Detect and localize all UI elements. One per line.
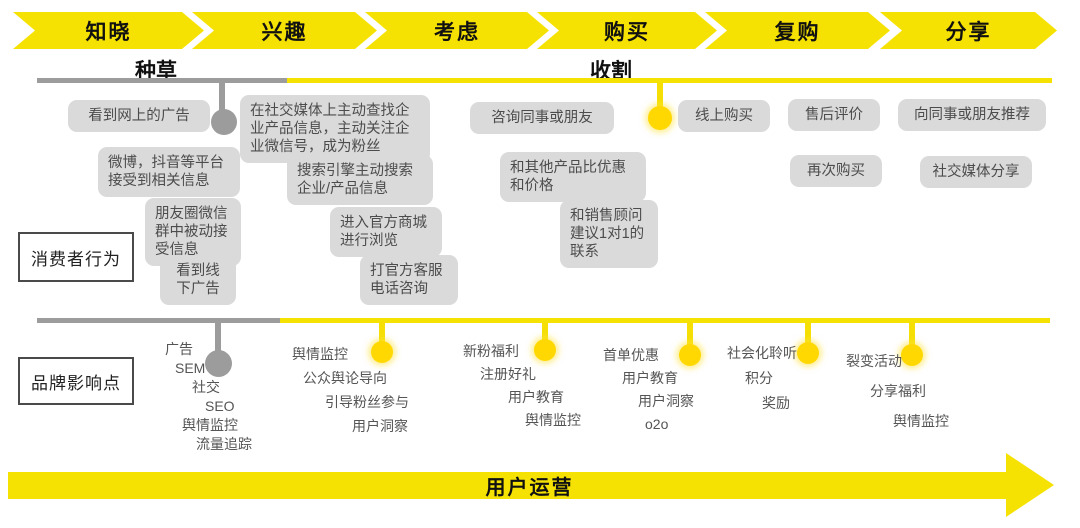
influence-item: 首单优惠 (603, 347, 659, 363)
influence-item: 舆情监控 (182, 417, 238, 433)
behavior-box: 售后评价 (788, 99, 880, 131)
behavior-box: 打官方客服 电话咨询 (360, 255, 458, 305)
influence-item: 裂变活动 (846, 353, 902, 369)
stage-label: 分享 (945, 20, 992, 44)
influence-group-consideration: 新粉福利 注册好礼 用户教育 舆情监控 (463, 340, 581, 432)
influence-group-interest: 舆情监控 公众舆论导向 引导粉丝参与 用户洞察 (292, 342, 409, 438)
bottom-yellow-stem (542, 322, 548, 342)
bottom-timeline-gray-bar (37, 318, 280, 323)
bottom-yellow-stem (379, 322, 385, 344)
stage-chevron-repurchase: 复购 (705, 12, 890, 49)
behavior-box: 再次购买 (790, 155, 882, 187)
influence-item: 注册好礼 (480, 366, 536, 382)
bottom-gray-stem (215, 322, 221, 352)
influence-item: 用户洞察 (352, 418, 408, 434)
behavior-box: 和其他产品比优惠 和价格 (500, 152, 646, 202)
influence-item: 用户教育 (622, 370, 678, 386)
behavior-box: 咨询同事或朋友 (470, 102, 614, 134)
stage-chevron-awareness: 知晓 (13, 12, 204, 49)
influence-item: 分享福利 (870, 383, 926, 399)
row-label-brand-influence: 品牌影响点 (18, 357, 134, 405)
phase-label-seeding: 种草 (135, 60, 177, 83)
top-timeline-gray-bar (37, 78, 287, 83)
influence-item: 引导粉丝参与 (325, 394, 409, 410)
behavior-box: 向同事或朋友推荐 (898, 99, 1046, 131)
behavior-box: 搜索引擎主动搜索 企业/产品信息 (287, 155, 433, 205)
user-operation-label: 用户运营 (485, 477, 574, 499)
row-label-consumer-behavior: 消费者行为 (18, 232, 134, 282)
influence-item: SEM (175, 360, 206, 376)
influence-item: 公众舆论导向 (303, 370, 387, 386)
influence-item: 流量追踪 (196, 436, 252, 452)
top-timeline-yellow-bar (287, 78, 1052, 83)
top-yellow-dot (648, 106, 672, 130)
influence-item: 舆情监控 (525, 412, 581, 428)
stage-label: 复购 (774, 20, 821, 44)
influence-item: 新粉福利 (463, 343, 519, 359)
stage-chevron-interest: 兴趣 (192, 12, 377, 49)
influence-item: 用户教育 (508, 389, 564, 405)
bottom-yellow-stem (909, 322, 915, 346)
behavior-box: 和销售顾问 建议1对1的 联系 (560, 200, 658, 268)
top-gray-dot (211, 109, 237, 135)
behavior-box: 在社交媒体上主动查找企 业产品信息，主动关注企 业微信号，成为粉丝 (240, 95, 430, 163)
top-gray-stem (219, 82, 225, 112)
stage-label: 考虑 (434, 20, 480, 44)
bottom-timeline-yellow-bar (280, 318, 1050, 323)
stage-label: 兴趣 (261, 20, 308, 44)
influence-item: 用户洞察 (638, 393, 694, 409)
user-operation-arrow: 用户运营 (8, 472, 1007, 499)
stage-chevron-share: 分享 (880, 12, 1057, 49)
top-yellow-stem (657, 83, 663, 110)
row-label-text: 品牌影响点 (31, 373, 121, 393)
user-operation-arrowhead-icon (1006, 453, 1054, 517)
behavior-box: 看到线 下广告 (160, 255, 236, 305)
influence-group-repurchase: 社会化聆听 积分 奖励 (727, 341, 797, 416)
bottom-yellow-dot (534, 339, 556, 361)
phase-label-harvest: 收割 (590, 60, 632, 83)
behavior-box: 看到网上的广告 (68, 100, 210, 132)
stage-label: 购买 (604, 20, 650, 44)
row-label-text: 消费者行为 (31, 249, 121, 269)
influence-group-awareness: 广告 SEM 社交 SEO 舆情监控 流量追踪 (160, 340, 252, 454)
influence-item: 社会化聆听 (727, 345, 797, 361)
influence-group-share: 裂变活动 分享福利 舆情监控 (846, 346, 949, 436)
influence-item: SEO (205, 398, 235, 414)
bottom-yellow-dot (679, 344, 701, 366)
influence-item: 奖励 (762, 395, 790, 411)
behavior-box: 朋友圈微信 群中被动接 受信息 (145, 198, 241, 266)
influence-group-purchase: 首单优惠 用户教育 用户洞察 o2o (603, 344, 694, 436)
bottom-gray-dot (205, 350, 232, 377)
behavior-box: 社交媒体分享 (920, 156, 1032, 188)
stage-chevron-consideration: 考虑 (365, 12, 549, 49)
bottom-yellow-dot (797, 342, 819, 364)
influence-item: 积分 (745, 370, 773, 386)
bottom-yellow-stem (805, 322, 811, 344)
behavior-box: 微博，抖音等平台 接受到相关信息 (98, 147, 240, 197)
influence-item: 舆情监控 (893, 413, 949, 429)
behavior-box: 进入官方商城 进行浏览 (330, 207, 442, 257)
bottom-yellow-stem (687, 322, 693, 346)
bottom-yellow-dot (901, 344, 923, 366)
stage-chevron-purchase: 购买 (537, 12, 717, 49)
behavior-box: 线上购买 (678, 100, 770, 132)
influence-item: 社交 (192, 379, 220, 395)
influence-item: 舆情监控 (292, 346, 348, 362)
influence-item: o2o (645, 416, 669, 432)
stage-label: 知晓 (85, 20, 132, 44)
bottom-yellow-dot (371, 341, 393, 363)
influence-item: 广告 (165, 341, 193, 357)
